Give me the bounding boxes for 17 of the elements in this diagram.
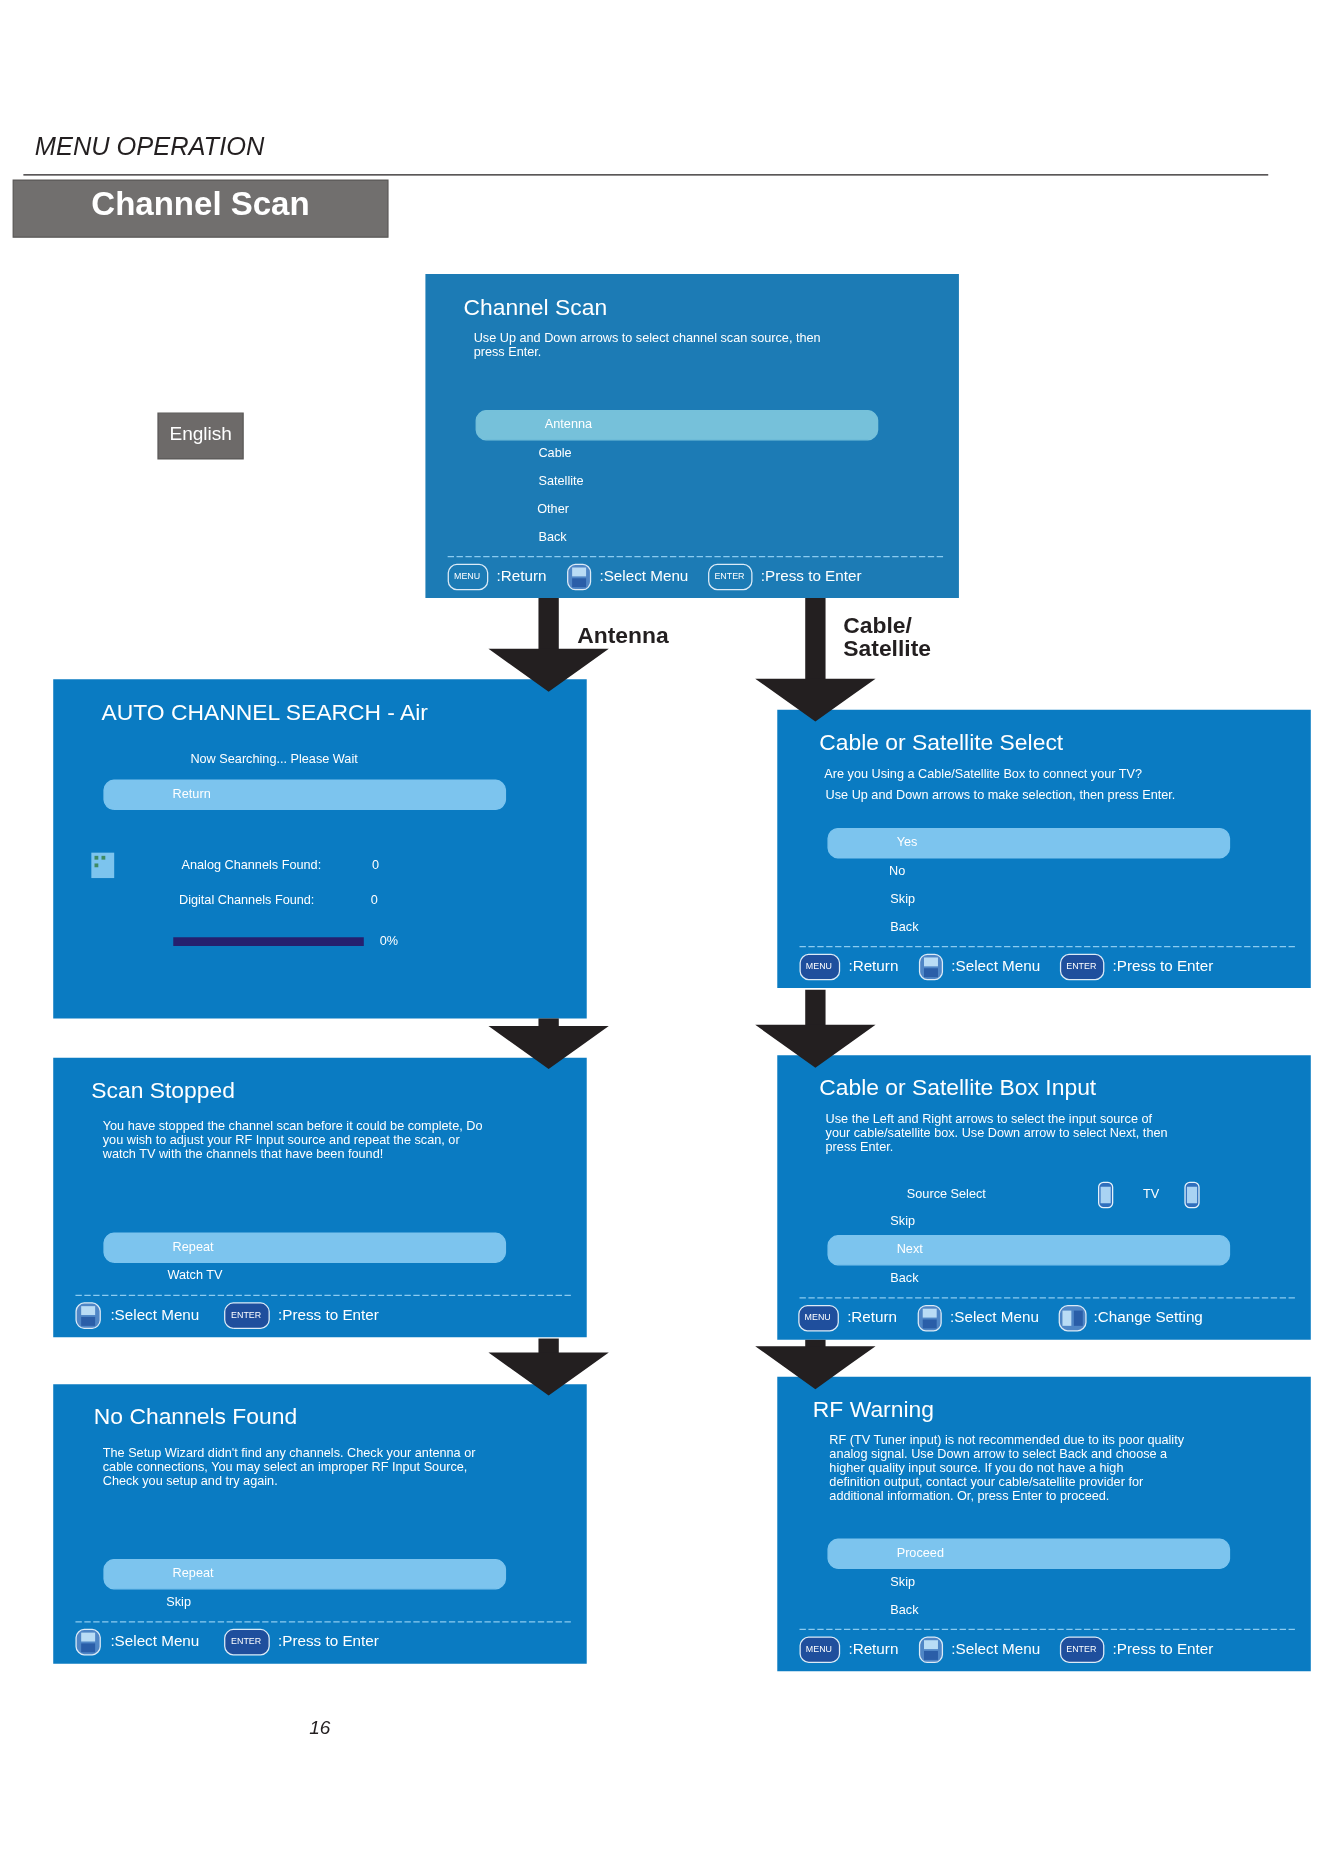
arrow — [488, 1338, 609, 1395]
arrow — [755, 989, 876, 1068]
arrow — [488, 597, 609, 692]
node-box: Channel Scan — [12, 178, 389, 238]
node-box: RF Warning RF (TV Tuner input) is not recommended due to its poor quality analog signal. Use Down arrow to select Back and choose a higher quality input source. If you do not have a high definition output, contact your cable/satellite provider for additional information. Or, press Enter to proceed. Proceed Skip Back MENU :Return :Select Menu ENTER :Press to Enter — [777, 1376, 1311, 1671]
edge-label: Cable/ Satellite — [843, 611, 931, 661]
node-box: Cable or Satellite Select Are you Using a Cable/Satellite Box to connect your TV? Use Up and Down arrows to make selection, then press Enter. Yes No Skip Back MENU :Return :Select Menu ENTER :Press to Enter — [777, 709, 1311, 988]
label: 16 — [309, 1716, 331, 1738]
diagram-title: MENU OPERATION — [34, 131, 265, 160]
node-box: Scan Stopped You have stopped the channel scan before it could be complete, Do you wish to adjust your RF Input source and repeat the scan, or watch TV with the channels that have been found! Repeat Watch TV :Select Menu ENTER :Press to Enter — [53, 1057, 587, 1337]
node-box: English — [157, 412, 244, 459]
arrow — [755, 597, 876, 722]
node-box: No Channels Found The Setup Wizard didn't find any channels. Check your antenna or cable connections, You may select an improper RF Input Source, Check you setup and try again. Repeat Skip :Select Menu ENTER :Press to Enter — [53, 1383, 587, 1664]
node-box: Cable or Satellite Box Input Use the Left and Right arrows to select the input source of your cable/satellite box. Use Down arrow to select Next, then press Enter. Source Select TV Skip Next Back MENU :Return :Select Menu :Change Setting — [777, 1054, 1311, 1340]
edge-label: Antenna — [577, 621, 669, 648]
node-box: Channel Scan Use Up and Down arrows to select channel scan source, then press Enter. Antenna Cable Satellite Other Back MENU :Return :Select Menu ENTER :Press to Enter — [425, 273, 959, 598]
node-box: AUTO CHANNEL SEARCH - Air Now Searching... Please Wait Return Analog Channels Found: 0 Digital Channels Found: 0 0% — [53, 678, 587, 1018]
